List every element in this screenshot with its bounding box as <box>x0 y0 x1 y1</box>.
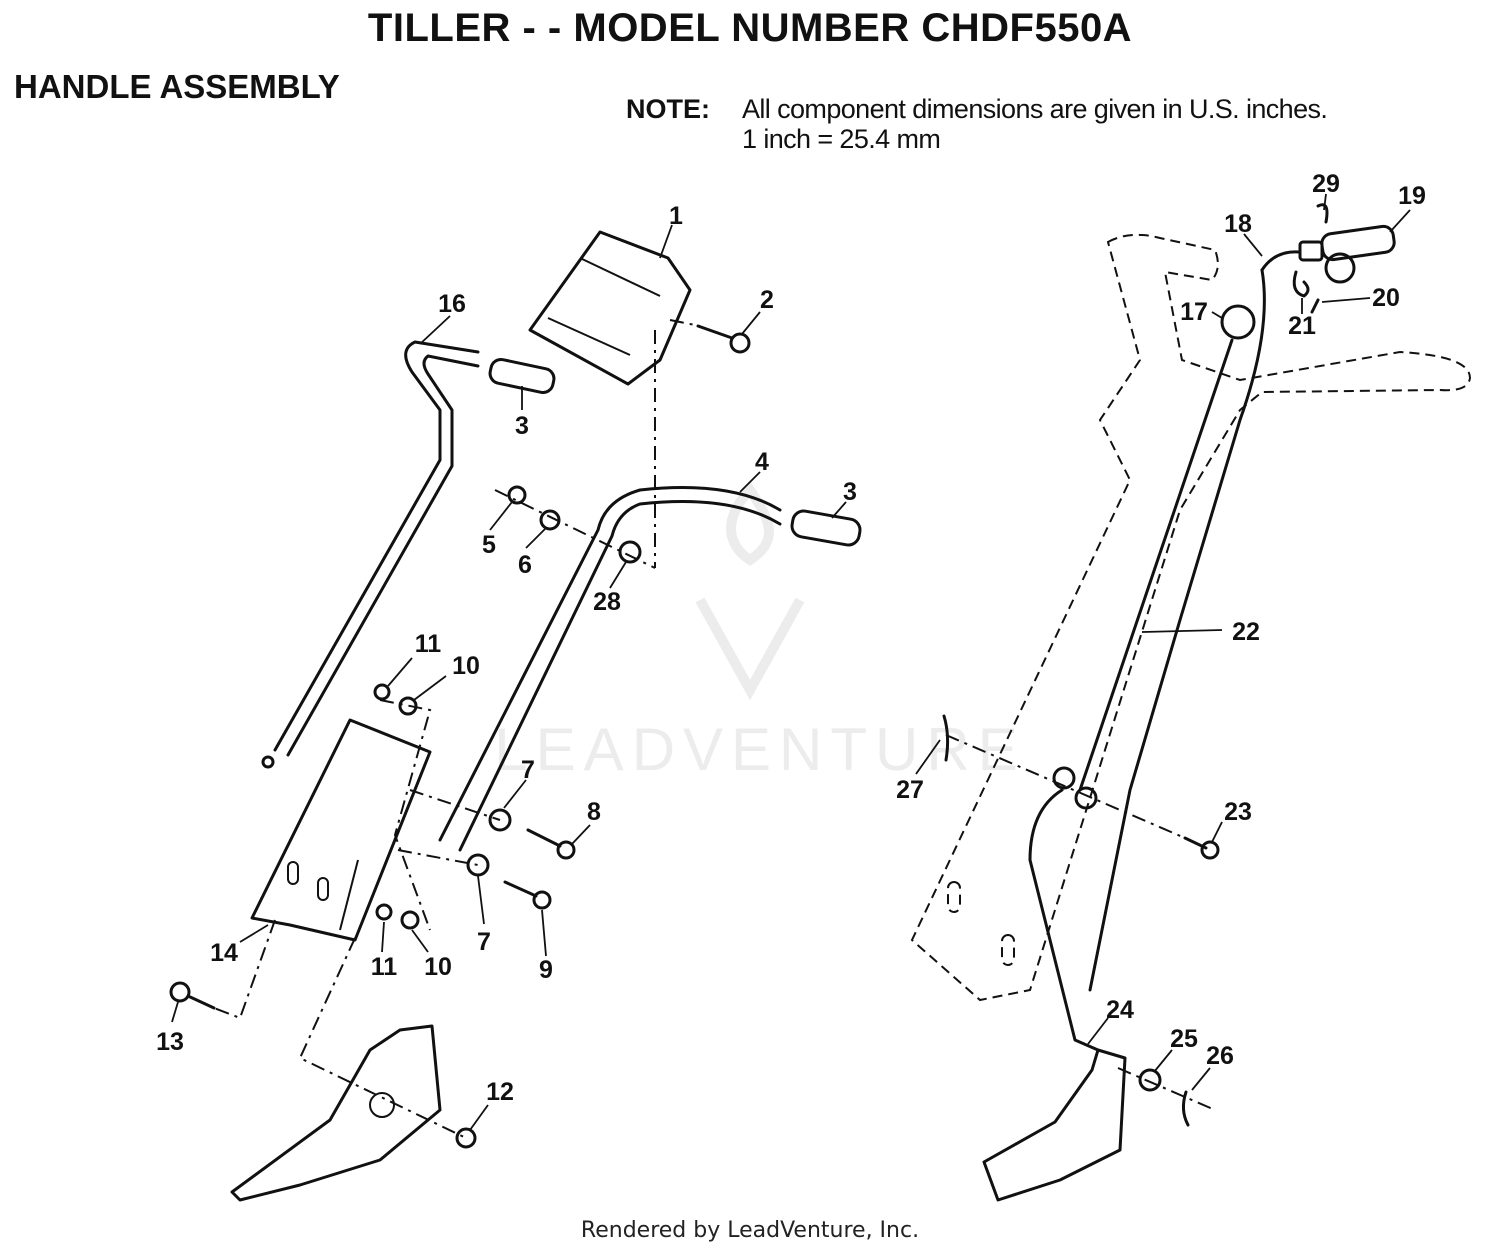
part-10-washer-upper <box>398 696 418 716</box>
callout-25: 25 <box>1170 1025 1198 1053</box>
note-line-2: 1 inch = 25.4 mm <box>742 124 941 154</box>
callout-24: 24 <box>1106 996 1134 1024</box>
callout-17: 17 <box>1180 298 1208 326</box>
watermark-text: LEADVENTURE <box>494 716 1026 783</box>
part-27-hairpin-clip <box>942 714 950 762</box>
part-8-bolt <box>526 828 576 860</box>
callout-3-right: 3 <box>843 478 857 506</box>
part-9-bolt <box>503 880 552 910</box>
callout-19: 19 <box>1398 182 1426 210</box>
callout-11-lower: 11 <box>371 953 398 981</box>
part-17-knob <box>1220 304 1256 340</box>
part-1-handle-panel <box>528 230 692 386</box>
callout-23: 23 <box>1224 798 1252 826</box>
callout-29: 29 <box>1312 170 1340 198</box>
part-29-clip <box>1316 203 1329 224</box>
part-25-washer <box>1138 1068 1162 1092</box>
callout-7-upper: 7 <box>521 756 535 784</box>
callout-10-lower: 10 <box>424 953 452 981</box>
callout-9: 9 <box>539 956 553 984</box>
part-11-nut-upper <box>373 683 391 701</box>
callout-5: 5 <box>482 531 496 559</box>
callout-6: 6 <box>518 551 532 579</box>
part-14-handle-plate <box>250 718 432 942</box>
callout-28: 28 <box>593 588 621 616</box>
part-18-cable-end <box>1260 240 1324 272</box>
part-16-left-handle <box>261 340 480 769</box>
lower-bracket <box>982 1048 1127 1202</box>
callout-26: 26 <box>1206 1042 1234 1070</box>
part-12-washer <box>455 1127 477 1149</box>
note-label: NOTE: <box>626 94 710 124</box>
phantom-handle-frame <box>910 233 1472 1002</box>
callout-16: 16 <box>438 290 466 318</box>
part-3-hand-grip-right <box>790 509 862 547</box>
leader-lines <box>171 193 1411 1131</box>
part-21-hook <box>1292 270 1310 298</box>
callout-2: 2 <box>760 286 774 314</box>
part-19-control-grip <box>1320 224 1396 284</box>
section-title: HANDLE ASSEMBLY <box>14 68 340 105</box>
watermark-logo-icon <box>695 482 805 701</box>
diagram-title: TILLER - - MODEL NUMBER CHDF550A <box>367 6 1133 50</box>
part-4-right-handle <box>438 486 782 852</box>
callout-10-upper: 10 <box>452 652 480 680</box>
part-7-washer-lower <box>466 853 490 877</box>
part-11-nut-lower <box>375 903 393 921</box>
part-6-washer <box>539 509 561 531</box>
part-24-lower-rod <box>1028 766 1100 1052</box>
part-7-washer-upper <box>488 808 512 832</box>
part-10-washer-lower <box>400 910 420 930</box>
callout-14: 14 <box>210 939 238 967</box>
callout-1: 1 <box>669 202 683 230</box>
part-3-hand-grip-upper <box>488 357 556 395</box>
part-5-nut <box>507 485 527 505</box>
callout-22: 22 <box>1232 618 1260 646</box>
callout-13: 13 <box>156 1028 184 1056</box>
part-13-carriage-bolt <box>169 981 216 1010</box>
part-2-bolt <box>696 324 751 354</box>
callout-27: 27 <box>896 776 924 804</box>
part-20-pin <box>1310 298 1320 314</box>
note-line-1: All component dimensions are given in U.… <box>742 94 1328 124</box>
callout-20: 20 <box>1372 284 1400 312</box>
footer-credit: Rendered by LeadVenture, Inc. <box>580 1218 920 1243</box>
part-22-control-rod <box>1078 268 1266 992</box>
callout-11-upper: 11 <box>415 630 442 658</box>
part-23-clevis-pin <box>1183 836 1220 860</box>
mounting-bracket <box>230 1024 442 1202</box>
callout-4: 4 <box>755 448 769 476</box>
part-28-washer <box>618 540 642 564</box>
callout-21: 21 <box>1288 312 1316 340</box>
callout-8: 8 <box>587 798 601 826</box>
part-26-cotter-pin <box>1181 1090 1190 1127</box>
callout-18: 18 <box>1224 210 1252 238</box>
callout-7-lower: 7 <box>477 928 491 956</box>
callout-12: 12 <box>486 1078 514 1106</box>
callout-3-upper: 3 <box>515 412 529 440</box>
callout-labels: 1 2 16 3 4 3 5 6 28 11 10 7 8 7 9 11 10 … <box>156 170 1426 1106</box>
